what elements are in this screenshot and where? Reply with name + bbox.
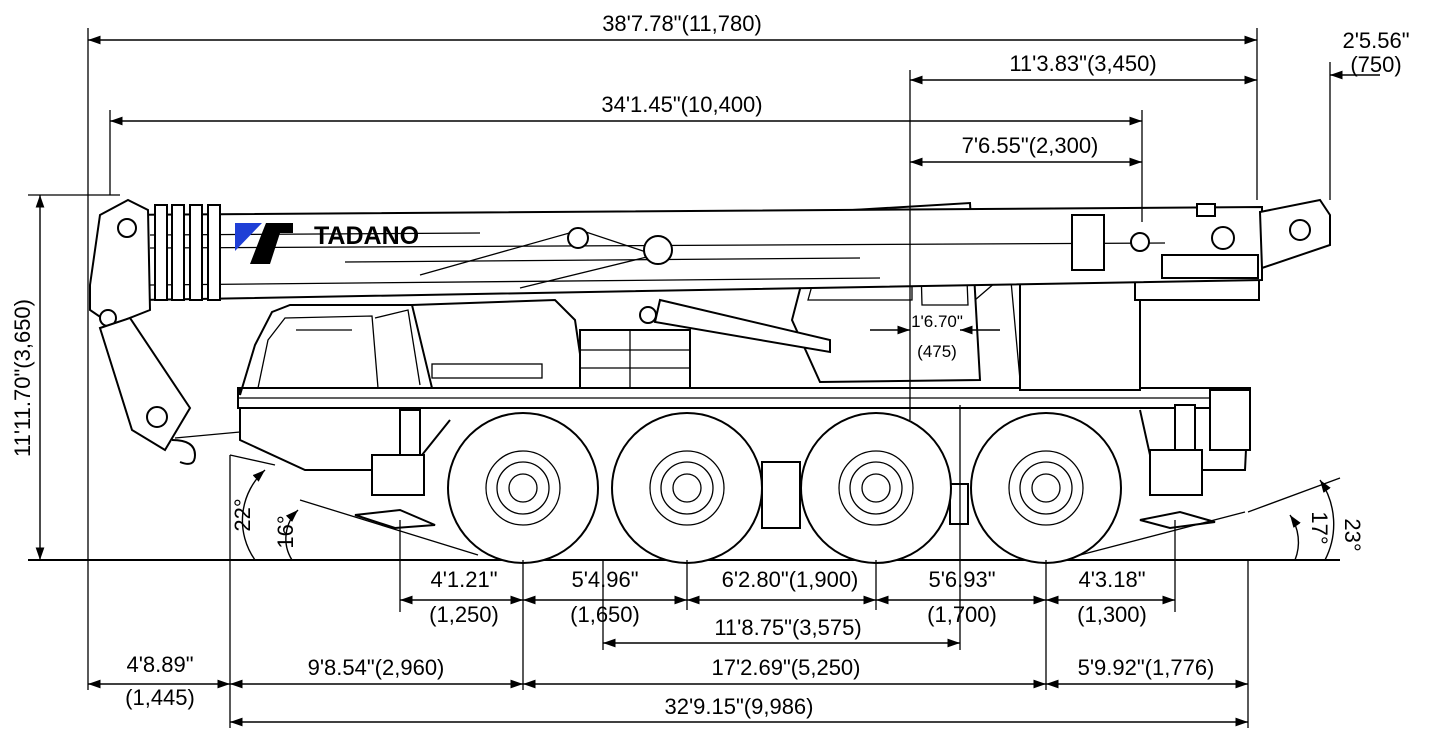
- rear-overhang-imperial-label: 2'5.56": [1342, 28, 1409, 53]
- axle-span-1-metric: (1,250): [429, 602, 499, 627]
- angle-labels: 22° 16° 17° 23°: [230, 498, 1365, 551]
- slew-offset-metric-label: (475): [917, 342, 957, 361]
- rear-angle-2: 23°: [1340, 518, 1365, 551]
- crane-carrier: [89, 198, 1331, 556]
- brand-name: TADANO: [314, 222, 419, 250]
- rear-overhang-metric-label: (750): [1350, 52, 1401, 77]
- logo-black-mark: [250, 223, 293, 264]
- axle-span-4-metric: (1,700): [927, 602, 997, 627]
- rear-to-pin-label: 11'3.83"(3,450): [1009, 51, 1156, 76]
- rear-angle-1: 17°: [1307, 511, 1332, 544]
- wheel-3: [800, 412, 952, 564]
- wheel-1: [447, 412, 599, 564]
- axle-span-2-imperial: 5'4.96": [571, 567, 638, 592]
- front-overhang-metric: (1,445): [125, 685, 195, 710]
- front-departure-angle: 16°: [273, 515, 298, 548]
- axle-span-4-imperial: 5'6.93": [928, 567, 995, 592]
- middle-span-label: 11'8.75"(3,575): [714, 615, 861, 640]
- overall-height-label: 11'11.70"(3,650): [10, 299, 35, 457]
- axle-span-5-imperial: 4'3.18": [1078, 567, 1145, 592]
- tadano-logo: TADANO: [235, 222, 419, 264]
- front-to-axle2-label: 9'8.54"(2,960): [308, 655, 445, 680]
- axle-span-2-metric: (1,650): [570, 602, 640, 627]
- front-overhang-imperial: 4'8.89": [126, 652, 193, 677]
- wheel-4: [970, 412, 1122, 564]
- dimension-lines: [35, 35, 1380, 727]
- slew-offset-imperial-label: 1'6.70": [911, 312, 963, 331]
- front-approach-angle: 22°: [230, 498, 255, 531]
- axle-span-1-imperial: 4'1.21": [430, 567, 497, 592]
- wheels: [447, 412, 1122, 564]
- angle-arcs: [229, 454, 1341, 561]
- overall-length-label: 38'7.78"(11,780): [602, 11, 762, 36]
- dimension-labels: 38'7.78"(11,780) 2'5.56" (750) 11'3.83"(…: [10, 11, 1410, 719]
- axle-span-3-label: 6'2.80"(1,900): [722, 567, 859, 592]
- wheelbase-label: 17'2.69"(5,250): [711, 655, 860, 680]
- boom-length-label: 34'1.45"(10,400): [601, 92, 762, 117]
- rear-to-slew-label: 7'6.55"(2,300): [962, 133, 1099, 158]
- wheel-2: [611, 412, 763, 564]
- rear-axle-to-end-label: 5'9.92"(1,776): [1078, 655, 1215, 680]
- logo-blue-mark: [235, 223, 262, 251]
- chassis-length-label: 32'9.15"(9,986): [664, 694, 813, 719]
- axle-span-5-metric: (1,300): [1077, 602, 1147, 627]
- extension-lines: [28, 28, 1331, 728]
